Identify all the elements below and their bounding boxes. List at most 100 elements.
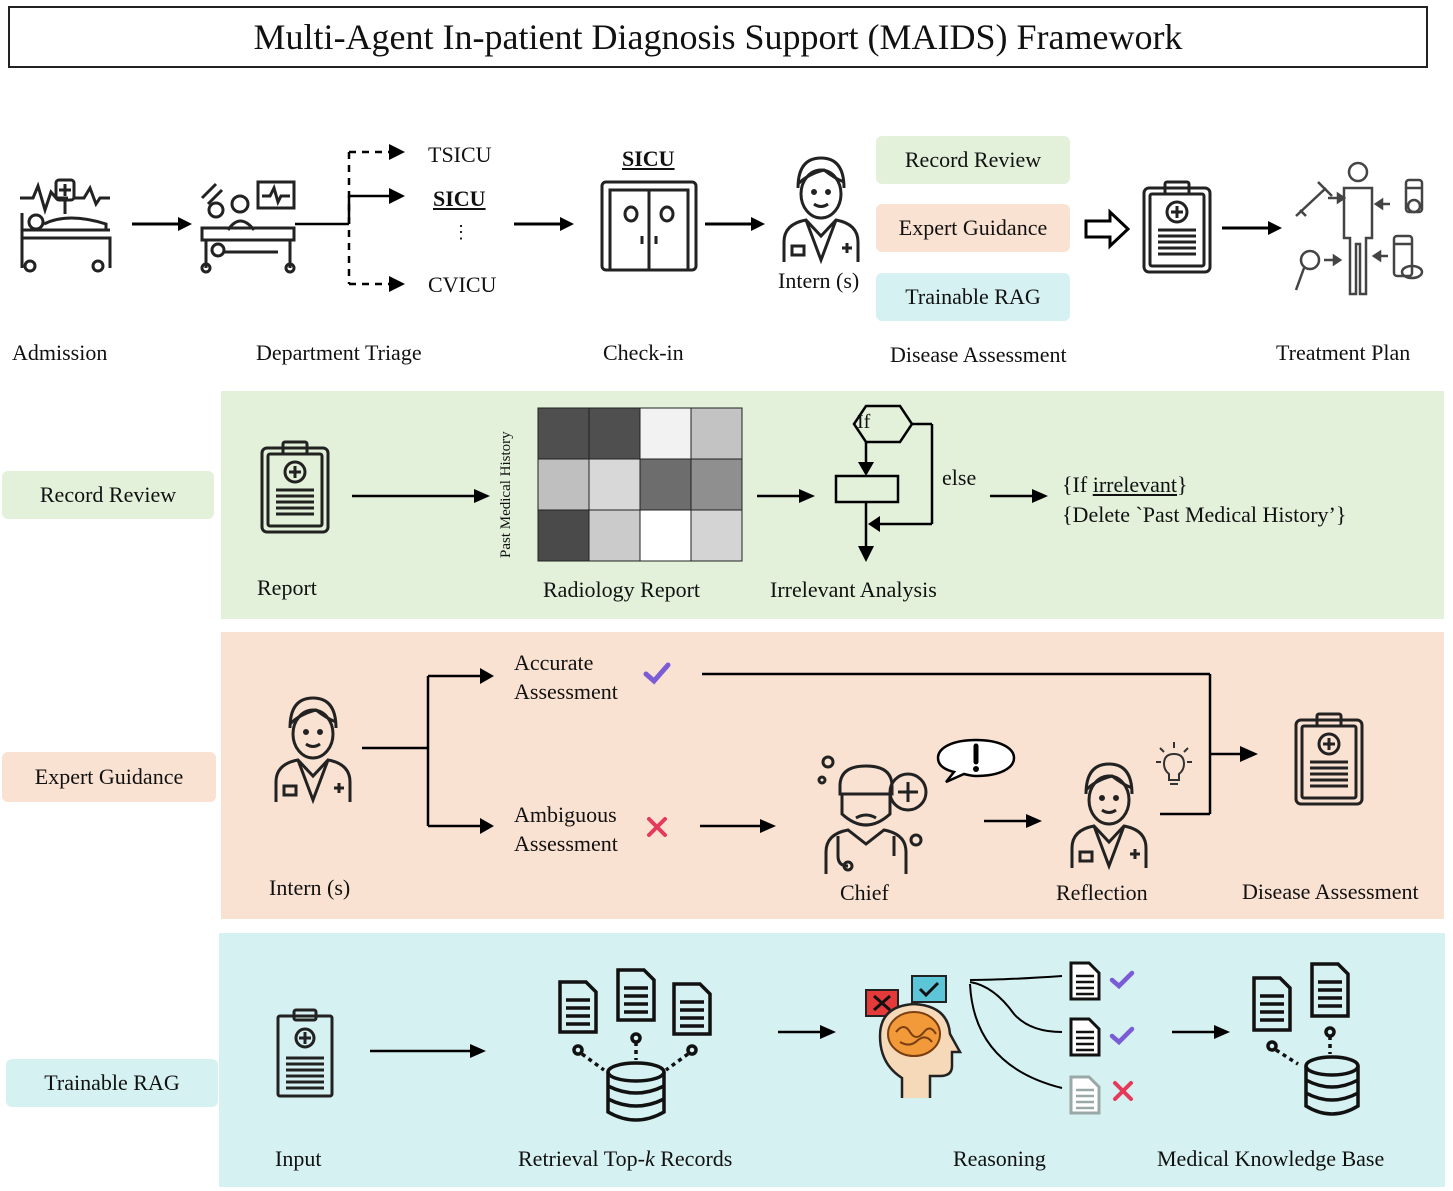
intern-label: Intern (s): [269, 875, 351, 900]
rule-prefix: {If: [1062, 472, 1093, 497]
heatmap-cell: [537, 458, 590, 511]
retrieval-label: Retrieval Top-k Records: [518, 1146, 732, 1172]
cross-icon: [1113, 1081, 1133, 1101]
trainable-rag-panel: [219, 933, 1445, 1187]
speech-bubble-icon: [936, 738, 1016, 784]
report-clipboard-icon: [260, 440, 330, 534]
doctor-icon: [1070, 762, 1148, 871]
accurate-line-2: Assessment: [514, 679, 618, 704]
rule-keyword: irrelevant: [1092, 472, 1178, 497]
arrow: [514, 217, 574, 231]
reasoning-brain-icon: [865, 975, 963, 1098]
heatmap-label: Radiology Report: [543, 577, 701, 602]
arrow: [1222, 221, 1282, 235]
heatmap-cell: [639, 458, 692, 511]
ward-door-icon: [600, 180, 698, 272]
heatmap-cell: [588, 458, 641, 511]
flow-if-label: If: [857, 411, 871, 433]
ambiguous-line-1: Ambiguous: [514, 802, 617, 827]
triage-branch-arrows: [295, 144, 405, 292]
stage-treatment-plan: Treatment Plan: [1276, 340, 1411, 365]
document-icon: [1069, 1017, 1101, 1057]
check-icon: [1109, 1026, 1135, 1046]
arrow: [370, 1044, 486, 1058]
arrow: [700, 819, 776, 833]
doctor-icon: [274, 696, 352, 805]
record-review-tag: Record Review: [2, 471, 214, 519]
retrieval-database-icon: [558, 968, 712, 1122]
heatmap-cell: [690, 509, 743, 562]
knowledge-base-label: Medical Knowledge Base: [1157, 1146, 1385, 1171]
if-flowchart: [834, 404, 934, 562]
arrow: [984, 814, 1042, 828]
branch-arrows: [362, 668, 494, 834]
flow-else-label: else: [942, 465, 977, 490]
triage-exam-icon: [200, 180, 296, 274]
heatmap-cell: [588, 509, 641, 562]
radiology-heatmap: [537, 407, 743, 562]
trainable-rag-tag: Trainable RAG: [6, 1059, 218, 1107]
module-expert-guidance: Expert Guidance: [876, 204, 1070, 252]
disease-assessment-label: Disease Assessment: [1242, 879, 1419, 904]
icu-tsicu-label: TSICU: [428, 142, 492, 167]
report-label: Report: [257, 575, 317, 600]
ambiguous-line-2: Assessment: [514, 831, 618, 856]
retrieval-k: k: [644, 1146, 655, 1171]
arrow: [352, 489, 490, 503]
heatmap-cell: [537, 509, 590, 562]
arrow: [132, 217, 192, 231]
heatmap-cell: [537, 407, 590, 460]
input-label: Input: [275, 1146, 322, 1171]
hollow-arrow: [1084, 208, 1131, 250]
chief-label: Chief: [840, 880, 889, 905]
doctor-icon: [782, 156, 860, 265]
arrow: [990, 489, 1048, 503]
chief-doctor-icon: [817, 755, 928, 874]
intern-label: Intern (s): [778, 268, 860, 293]
document-icon: [1069, 961, 1101, 1001]
rule-line-2: {Delete `Past Medical History’}: [1062, 502, 1347, 527]
reasoning-branches: [969, 975, 1063, 1089]
reasoning-label: Reasoning: [953, 1146, 1046, 1171]
arrow: [778, 1025, 836, 1039]
expert-guidance-panel: [221, 632, 1444, 919]
retrieval-suffix: Records: [654, 1146, 733, 1171]
analysis-label: Irrelevant Analysis: [770, 577, 937, 602]
retrieval-prefix: Retrieval Top-: [518, 1146, 645, 1171]
record-review-panel: [221, 391, 1444, 619]
rule-line-1: {If irrelevant}: [1062, 472, 1188, 498]
check-icon: [1109, 970, 1135, 990]
heatmap-cell: [690, 458, 743, 511]
stage-disease-assessment: Disease Assessment: [890, 342, 1067, 367]
icu-ellipsis: ⋮: [452, 222, 470, 242]
hospital-bed-icon: [20, 178, 112, 273]
reflection-label: Reflection: [1056, 880, 1148, 905]
stage-admission: Admission: [12, 340, 108, 365]
checkin-unit-label: SICU: [622, 146, 675, 171]
arrow: [1172, 1025, 1230, 1039]
arrow: [705, 217, 765, 231]
lightbulb-icon: [1156, 742, 1192, 785]
heatmap-cell: [588, 407, 641, 460]
input-clipboard-icon: [276, 1008, 334, 1098]
expert-guidance-tag: Expert Guidance: [2, 752, 216, 802]
clipboard-icon: [1142, 180, 1212, 274]
accurate-line-1: Accurate: [514, 650, 594, 675]
knowledge-base-icon: [1252, 962, 1360, 1116]
heatmap-cell: [639, 509, 692, 562]
check-icon: [643, 662, 671, 685]
heatmap-axis-label: Past Medical History: [498, 431, 514, 558]
module-trainable-rag: Trainable RAG: [876, 273, 1070, 321]
icu-cvicu-label: CVICU: [428, 272, 497, 297]
heatmap-cell: [639, 407, 692, 460]
accurate-path-line: [702, 672, 1258, 816]
arrow: [757, 489, 815, 503]
rule-suffix: }: [1177, 472, 1188, 497]
heatmap-cell: [690, 407, 743, 460]
icu-sicu-label: SICU: [433, 186, 486, 211]
stage-triage: Department Triage: [256, 340, 422, 365]
stage-checkin: Check-in: [603, 340, 684, 365]
module-record-review: Record Review: [876, 136, 1070, 184]
faded-document-icon: [1069, 1075, 1101, 1115]
treatment-plan-icon: [1294, 161, 1424, 296]
